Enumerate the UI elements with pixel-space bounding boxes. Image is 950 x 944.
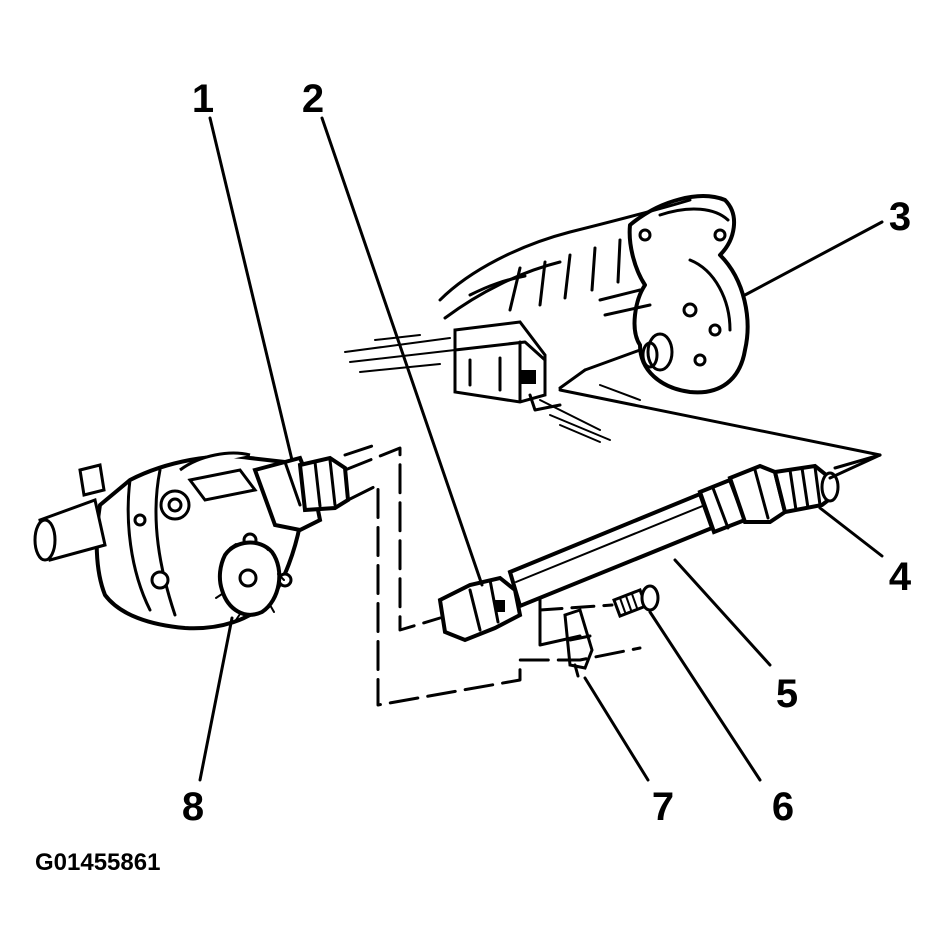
- transfer-case-assembly: [344, 194, 750, 443]
- leader-line-7: [583, 676, 650, 782]
- leader-line-3: [743, 220, 884, 297]
- leader-lines: [198, 116, 884, 782]
- callout-8: 8: [182, 785, 204, 829]
- leader-line-6: [648, 610, 762, 782]
- leader-line-4: [818, 506, 884, 558]
- leader-line-2: [320, 116, 484, 587]
- callout-6: 6: [772, 785, 794, 829]
- leader-line-8: [198, 616, 234, 782]
- leader-line-5: [673, 558, 772, 667]
- figure-id: G01455861: [35, 849, 160, 876]
- leader-line-1: [208, 116, 294, 462]
- callout-4: 4: [889, 555, 912, 599]
- propeller-shaft: [437, 463, 840, 643]
- callout-labels: 1 2 3 4 5 6 7 8: [182, 77, 912, 829]
- callout-2: 2: [302, 77, 324, 121]
- front-differential-assembly: [33, 451, 351, 631]
- clamp-part: [563, 608, 594, 678]
- callout-7: 7: [652, 785, 674, 829]
- callout-1: 1: [192, 77, 214, 121]
- callout-5: 5: [776, 672, 798, 716]
- callout-3: 3: [889, 195, 911, 239]
- bolt-part: [612, 584, 660, 618]
- exploded-view-lines: [343, 368, 882, 707]
